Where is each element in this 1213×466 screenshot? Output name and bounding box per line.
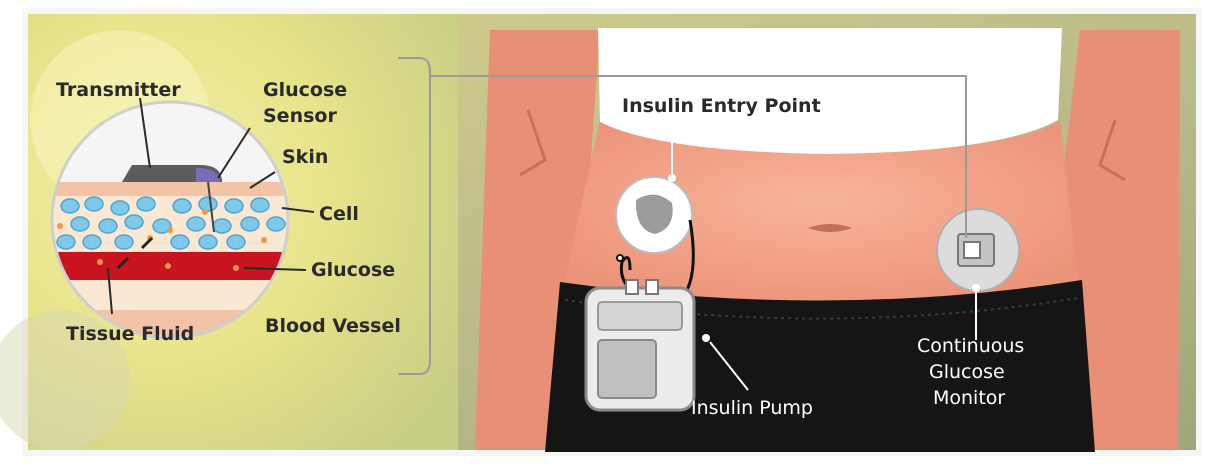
label-tissue-fluid: Tissue Fluid: [66, 323, 194, 345]
label-blood-vessel: Blood Vessel: [265, 315, 401, 337]
shirt: [598, 28, 1062, 154]
leader-dot: [972, 284, 980, 292]
label-insulin-entry-point: Insulin Entry Point: [622, 95, 821, 117]
insulin-pump: [586, 280, 694, 410]
tubing-connector: [617, 255, 623, 261]
cgm-device: [937, 209, 1019, 291]
label-glucose-sensor-line1: Glucose: [263, 79, 347, 101]
label-transmitter: Transmitter: [56, 79, 181, 101]
leader-dot: [668, 174, 676, 182]
label-cell: Cell: [319, 203, 359, 225]
label-cgm-line2: Glucose: [929, 361, 1005, 383]
label-cgm-line3: Monitor: [933, 387, 1005, 409]
label-cgm-line1: Continuous: [917, 335, 1024, 357]
label-glucose: Glucose: [311, 259, 395, 281]
leader-dot: [702, 334, 710, 342]
label-skin: Skin: [282, 146, 328, 168]
label-glucose-sensor-line2: Sensor: [263, 105, 337, 127]
label-insulin-pump: Insulin Pump: [691, 397, 813, 419]
